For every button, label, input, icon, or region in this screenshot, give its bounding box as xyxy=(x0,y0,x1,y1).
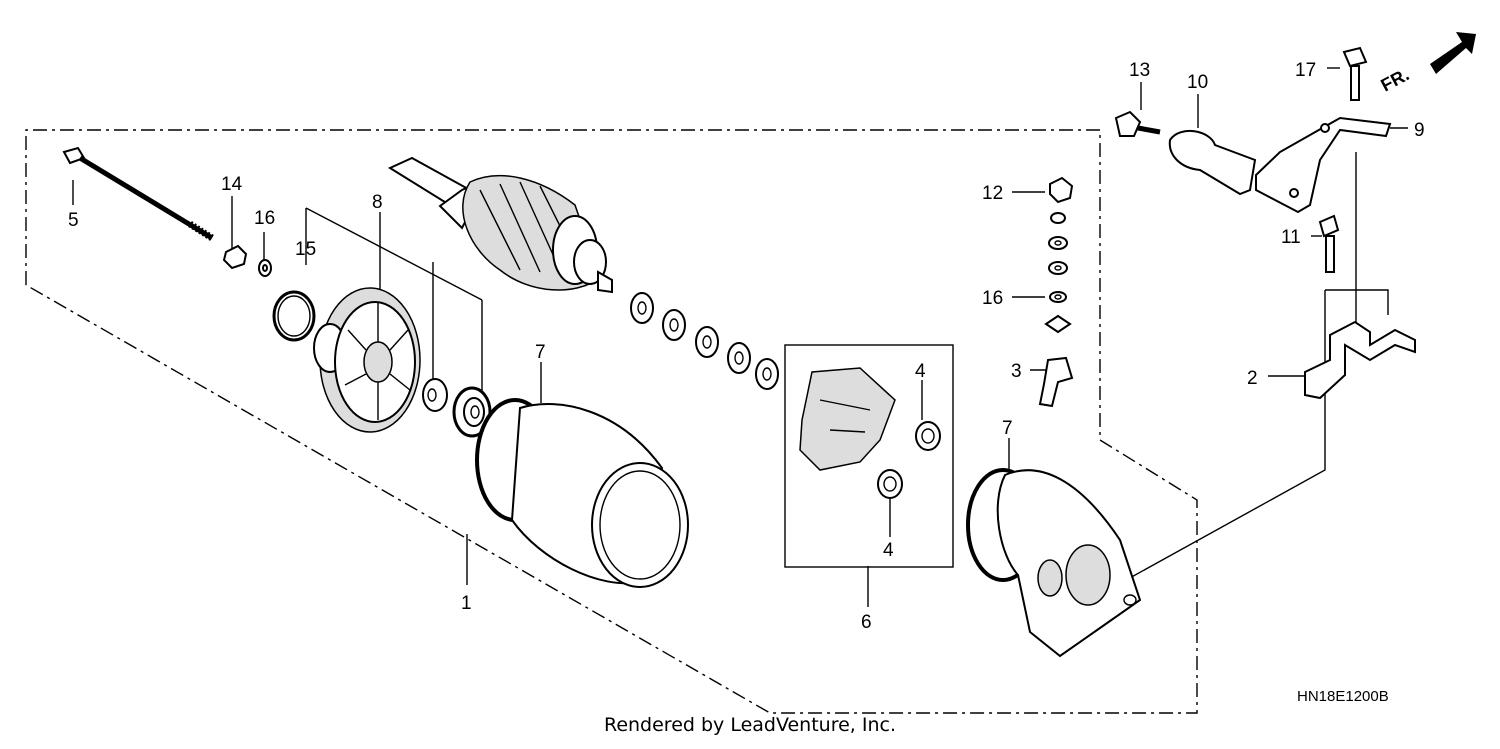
callout-16-left: 16 xyxy=(254,208,275,229)
spring-part-4-upper xyxy=(915,421,941,451)
oring-part-15 xyxy=(272,290,316,342)
brush-holder xyxy=(799,367,896,471)
callout-13: 13 xyxy=(1129,60,1150,81)
callout-17: 17 xyxy=(1295,60,1316,81)
assembly-boundary xyxy=(25,129,1198,714)
callout-10: 10 xyxy=(1187,72,1208,93)
bolt-part-13 xyxy=(1114,110,1161,137)
bracket-part-2 xyxy=(1304,320,1416,400)
spring-part-4-lower xyxy=(877,469,903,499)
callout-2: 2 xyxy=(1247,368,1258,389)
bracket-part-9 xyxy=(1255,116,1392,214)
direction-marker-text: FR. xyxy=(1377,64,1412,95)
end-cover-part-8 xyxy=(313,287,421,433)
callout-6: 6 xyxy=(861,612,872,633)
callout-8: 8 xyxy=(372,192,383,213)
callout-12: 12 xyxy=(982,183,1003,204)
bearing-small xyxy=(422,378,448,412)
armature xyxy=(387,156,613,294)
callout-1: 1 xyxy=(461,593,472,614)
bolt-part-11 xyxy=(1318,214,1340,273)
callout-7-left: 7 xyxy=(535,342,546,363)
callout-9: 9 xyxy=(1414,120,1425,141)
callout-15: 15 xyxy=(295,239,316,260)
callout-5: 5 xyxy=(68,210,79,231)
bearing-ball xyxy=(452,386,492,438)
callout-16-right: 16 xyxy=(982,288,1003,309)
motor-case xyxy=(475,398,689,588)
washer-set xyxy=(630,292,779,390)
callout-labels: 1 2 3 4 4 5 6 7 7 8 9 10 11 12 13 14 15 … xyxy=(68,60,1425,633)
callout-4-upper: 4 xyxy=(915,361,926,382)
bolt-part-5 xyxy=(62,146,214,241)
front-cover xyxy=(966,468,1142,658)
washer-part-16-left xyxy=(258,259,272,277)
hardware-stack xyxy=(1038,176,1074,408)
bolt-part-17 xyxy=(1342,46,1368,101)
fr-arrow-icon: FR. xyxy=(1377,32,1476,96)
callout-4-lower: 4 xyxy=(883,540,894,561)
callout-3: 3 xyxy=(1011,361,1022,382)
footer-credit: Rendered by LeadVenture, Inc. xyxy=(603,714,897,736)
callout-14: 14 xyxy=(221,174,243,195)
nut-part-14 xyxy=(222,244,248,270)
diagram-code: HN18E1200B xyxy=(1297,688,1389,705)
clamp-part-10 xyxy=(1168,129,1257,196)
callout-7-right: 7 xyxy=(1002,418,1013,439)
callout-11: 11 xyxy=(1281,227,1301,248)
brush-holder-group-box xyxy=(784,344,954,568)
